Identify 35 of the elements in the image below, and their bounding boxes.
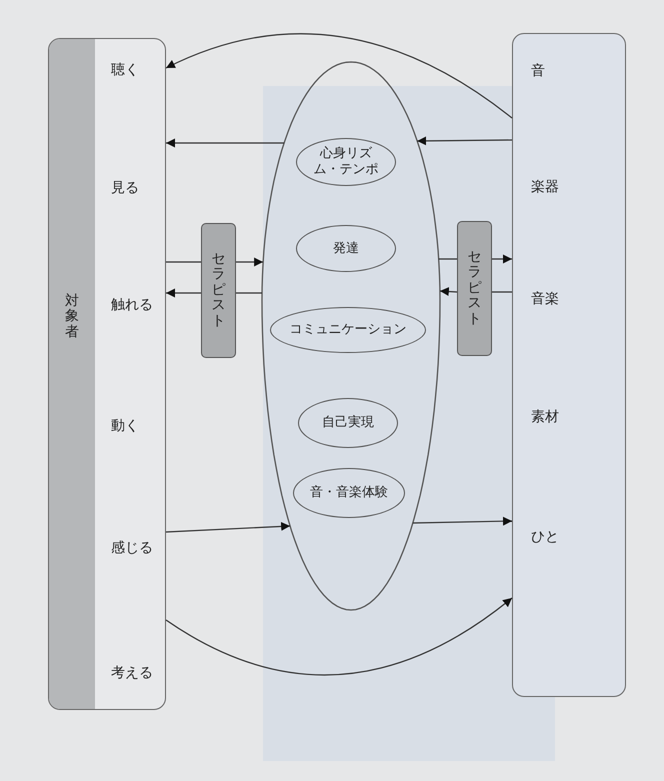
arrow [166, 522, 290, 533]
panel-label: 触れる [111, 298, 153, 312]
arrow [236, 258, 264, 266]
oval-node: 発達 [296, 225, 396, 272]
rounded-panel [48, 38, 166, 710]
oval-node: コミュニケーション [270, 307, 426, 353]
vertical-label: 対象者 [65, 294, 79, 340]
connector-line [492, 291, 512, 293]
connector-line [438, 258, 457, 260]
oval-node: 音・音楽体験 [293, 468, 405, 518]
connector-line [236, 292, 262, 294]
oval-node: 自己実現 [298, 398, 398, 448]
panel-label: 聴く [111, 63, 139, 77]
arrow [417, 136, 512, 146]
connector-line [166, 261, 201, 263]
arrow [166, 598, 512, 676]
arrow [166, 288, 201, 298]
arrow [166, 138, 284, 148]
vertical-label-box: セラピスト [201, 223, 236, 358]
arrow [492, 254, 512, 264]
arrow [440, 287, 458, 296]
panel-label: ひと [531, 530, 559, 544]
panel-label: 音楽 [531, 292, 559, 306]
arrow [166, 33, 512, 118]
panel-label: 音 [531, 64, 545, 78]
panel-label: 見る [111, 181, 139, 195]
panel-label: 素材 [531, 410, 559, 424]
arrow [412, 516, 512, 526]
panel-label: 動く [111, 419, 139, 433]
panel-label: 感じる [111, 541, 153, 555]
vertical-label-box: セラピスト [457, 221, 492, 356]
oval-node: 心身リズム・テンポ [296, 138, 396, 186]
rounded-panel [512, 33, 626, 697]
panel-label: 考える [111, 666, 153, 680]
panel-label: 楽器 [531, 180, 559, 194]
